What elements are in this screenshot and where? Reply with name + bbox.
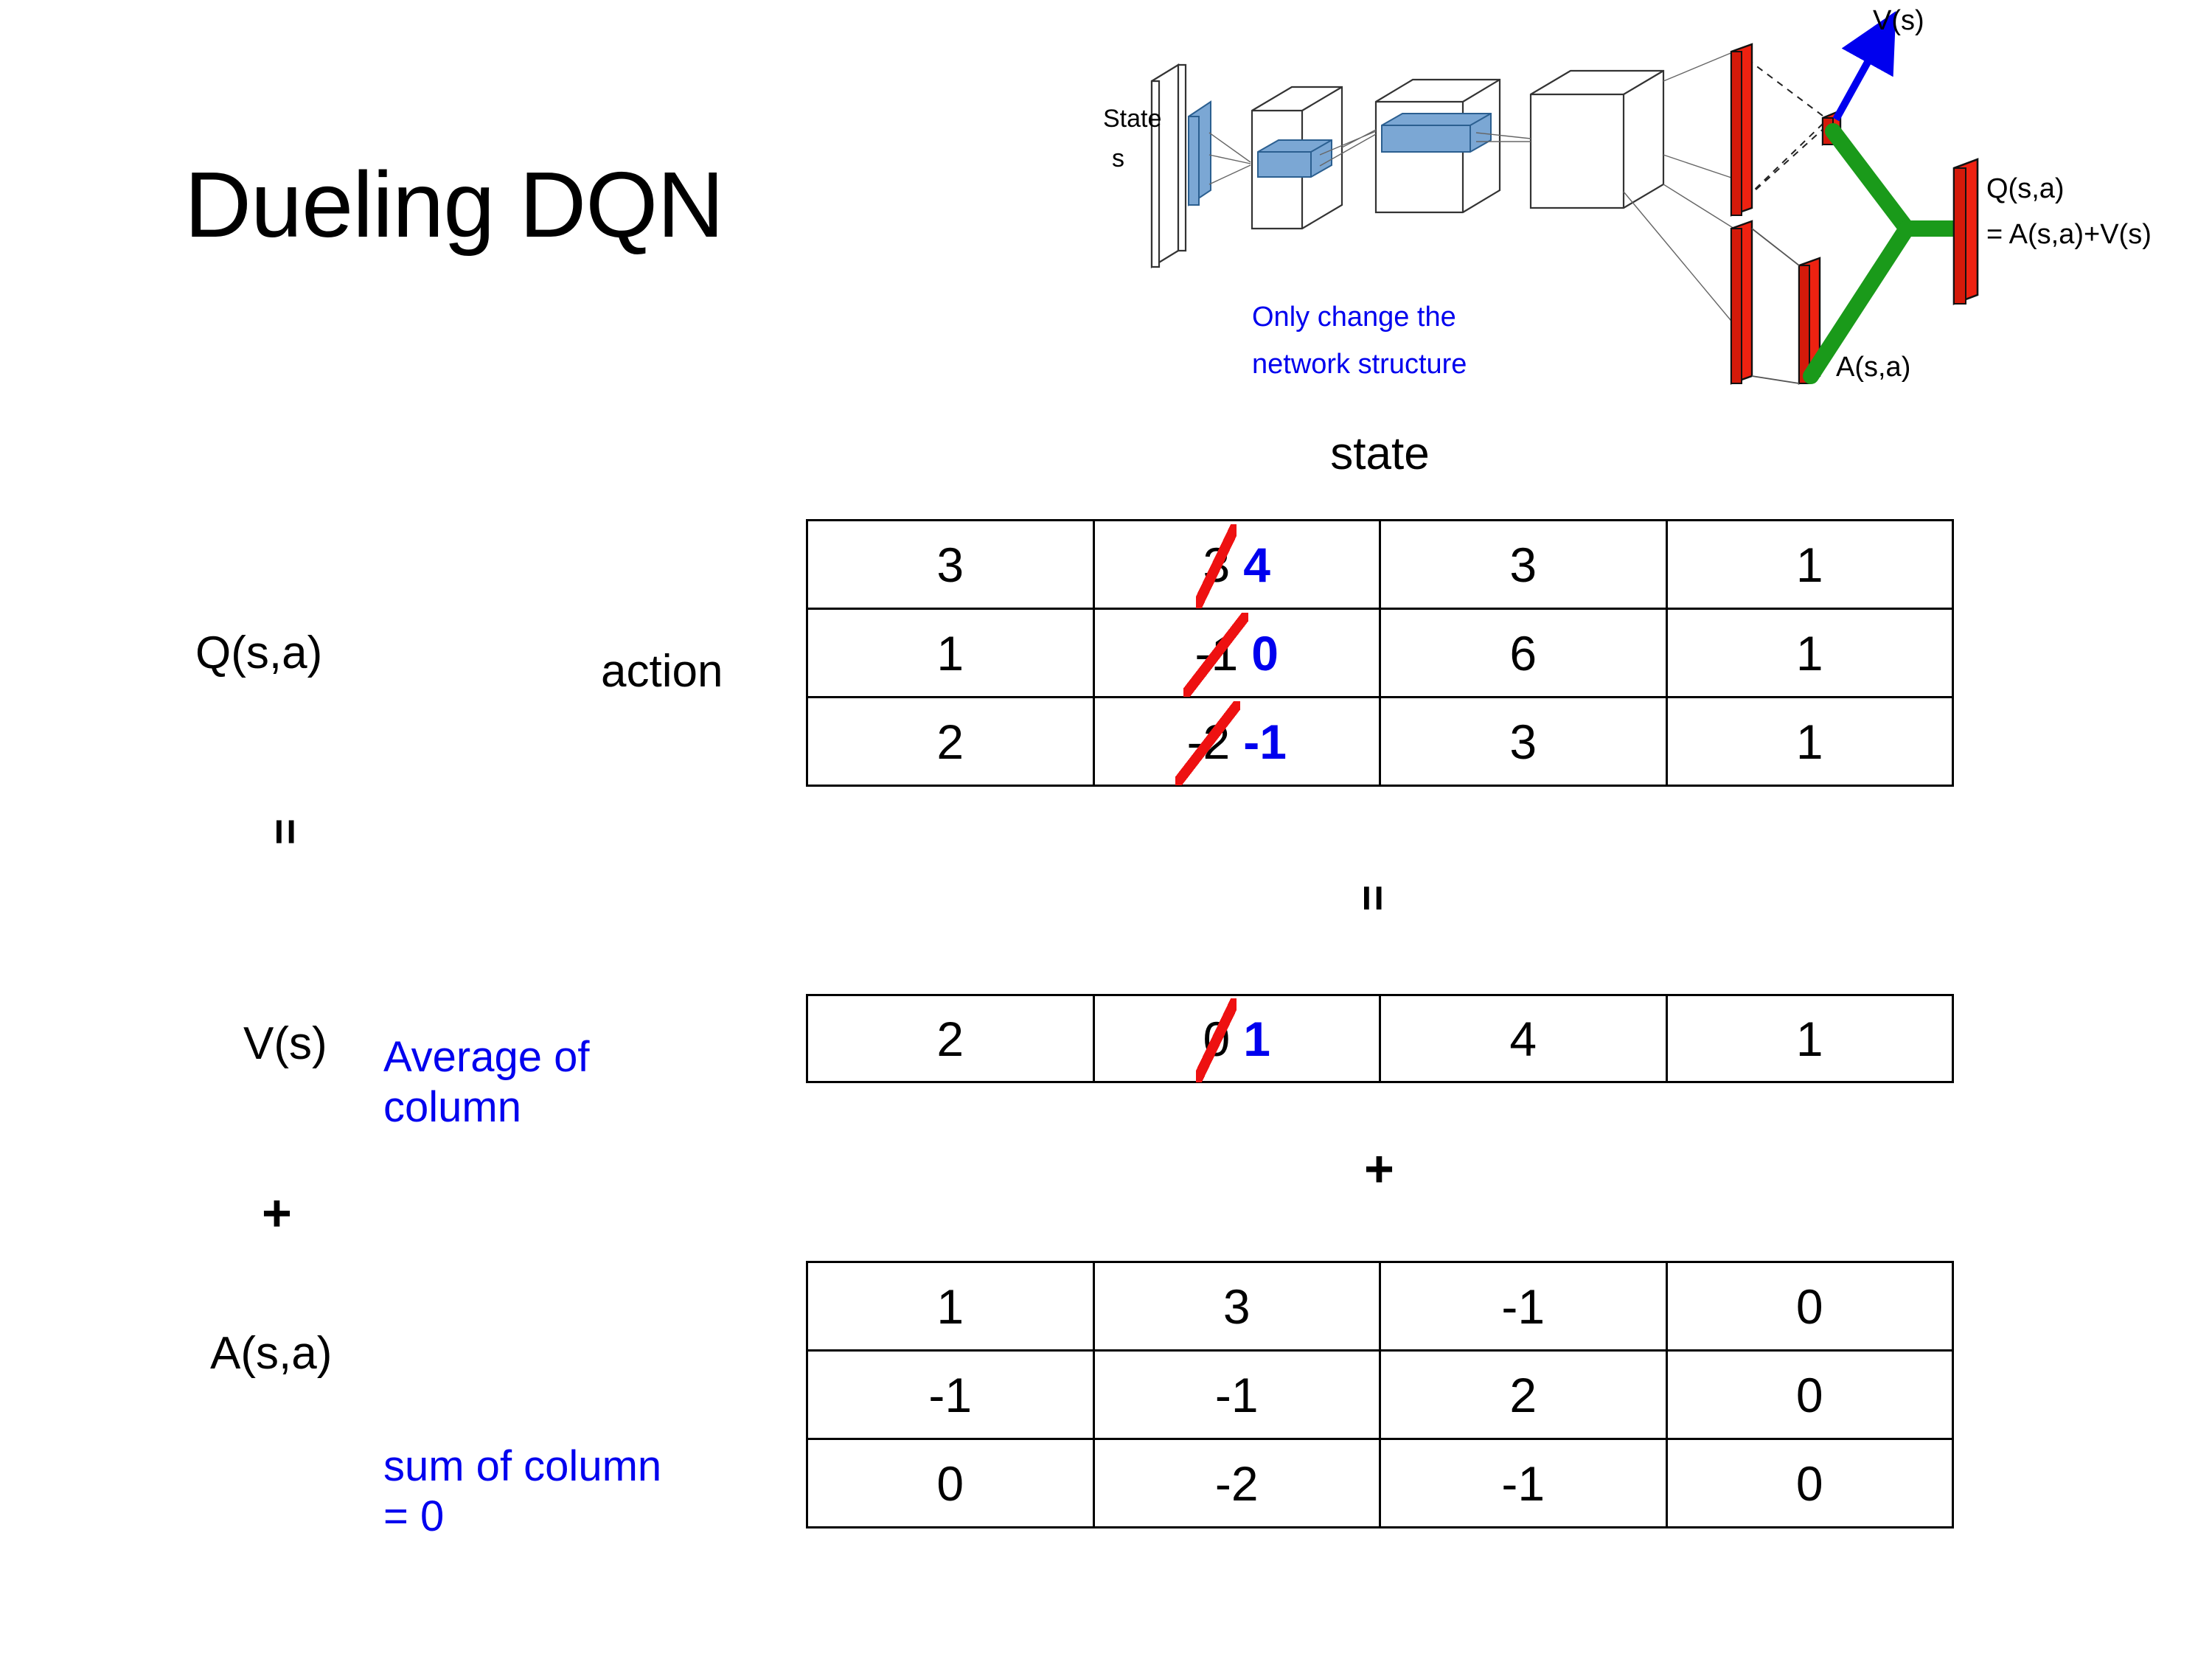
equals-sign-mid: = (1347, 884, 1399, 909)
q-cell-2-0: 2 (806, 696, 1095, 787)
table-row: 2 0 1 4 1 (806, 994, 1954, 1083)
new-value: 4 (1243, 537, 1270, 592)
value-arrow-icon (1832, 11, 1896, 122)
old-value: 0 (1196, 998, 1237, 1082)
average-of-column-note: Average of column (383, 1033, 590, 1132)
diagram-note-line1: Only change the (1252, 302, 1456, 333)
table-row: 2 -2 -1 3 1 (806, 696, 1954, 787)
q-cell-2-1: -2 -1 (1092, 696, 1381, 787)
v-cell-0-0: 2 (806, 994, 1095, 1083)
a-cell-2-1: -2 (1092, 1438, 1381, 1528)
q-cell-1-0: 1 (806, 608, 1095, 698)
equals-sign-left: = (260, 818, 311, 843)
a-cell-1-2: 2 (1379, 1349, 1668, 1440)
advantage-function-label: A(s,a) (210, 1328, 333, 1379)
diagram-q-label-line1: Q(s,a) (1986, 173, 2065, 204)
q-cell-0-3: 1 (1665, 519, 1954, 610)
a-cell-0-2: -1 (1379, 1261, 1668, 1352)
diagram-advantage-label: A(s,a) (1836, 352, 1910, 383)
a-cell-2-2: -1 (1379, 1438, 1668, 1528)
a-cell-2-3: 0 (1665, 1438, 1954, 1528)
plus-sign-mid: + (1364, 1140, 1394, 1197)
advantage-table: 1 3 -1 0 -1 -1 2 0 0 -2 -1 0 (806, 1261, 1954, 1528)
diagram-q-label-line2: = A(s,a)+V(s) (1986, 219, 2152, 250)
q-function-label: Q(s,a) (195, 627, 323, 678)
state-label-line2: s (1112, 145, 1124, 173)
state-label-line1: State (1103, 105, 1161, 133)
page-title: Dueling DQN (184, 153, 724, 257)
new-value: -1 (1243, 714, 1287, 769)
v-cell-0-2: 4 (1379, 994, 1668, 1083)
a-cell-0-0: 1 (806, 1261, 1095, 1352)
table-row: 1 3 -1 0 (806, 1261, 1954, 1352)
q-cell-1-2: 6 (1379, 608, 1668, 698)
diagram-note-line2: network structure (1252, 349, 1467, 380)
input-filter-icon (1188, 100, 1211, 206)
a-cell-0-3: 0 (1665, 1261, 1954, 1352)
conv-cube-3-icon (1529, 69, 1665, 209)
action-axis-label: action (601, 646, 723, 697)
value-function-label: V(s) (243, 1018, 327, 1069)
q-cell-2-2: 3 (1379, 696, 1668, 787)
conv-filter-2-icon (1381, 113, 1492, 153)
v-cell-0-1: 0 1 (1092, 994, 1381, 1083)
connection-lines-icon (1208, 51, 1741, 325)
table-row: 3 3 4 3 1 (806, 519, 1954, 610)
q-value-table: 3 3 4 3 1 1 -1 0 6 1 2 -2 -1 3 1 (806, 519, 1954, 787)
value-table: 2 0 1 4 1 (806, 994, 1954, 1083)
new-value: 0 (1251, 625, 1279, 681)
advantage-stream-bar-icon (1730, 220, 1753, 385)
input-plane-icon (1150, 63, 1187, 268)
plus-sign-left: + (262, 1184, 292, 1242)
q-cell-0-1: 3 4 (1092, 519, 1381, 610)
q-cell-0-0: 3 (806, 519, 1095, 610)
old-value: -1 (1183, 612, 1248, 697)
dueling-network-diagram: State s V(s) A(s,a) Q(s,a) = A(s,a)+V(s)… (1099, 7, 2205, 406)
old-value: -2 (1175, 700, 1240, 785)
table-row: -1 -1 2 0 (806, 1349, 1954, 1440)
q-cell-2-3: 1 (1665, 696, 1954, 787)
a-cell-0-1: 3 (1092, 1261, 1381, 1352)
old-value: 3 (1196, 524, 1237, 608)
state-axis-label: state (1330, 428, 1430, 479)
conv-filter-1-icon (1257, 139, 1332, 178)
q-cell-1-3: 1 (1665, 608, 1954, 698)
new-value: 1 (1243, 1011, 1270, 1066)
green-sum-connector-icon (1803, 123, 1971, 384)
value-stream-bar-icon (1730, 43, 1753, 217)
a-cell-1-1: -1 (1092, 1349, 1381, 1440)
sum-of-column-note: sum of column = 0 (383, 1442, 662, 1541)
q-output-bar-icon (1952, 158, 1979, 305)
table-row: 1 -1 0 6 1 (806, 608, 1954, 698)
v-cell-0-3: 1 (1665, 994, 1954, 1083)
q-cell-0-2: 3 (1379, 519, 1668, 610)
a-cell-1-0: -1 (806, 1349, 1095, 1440)
q-cell-1-1: -1 0 (1092, 608, 1381, 698)
diagram-value-label: V(s) (1873, 7, 1924, 36)
a-cell-2-0: 0 (806, 1438, 1095, 1528)
a-cell-1-3: 0 (1665, 1349, 1954, 1440)
table-row: 0 -2 -1 0 (806, 1438, 1954, 1528)
